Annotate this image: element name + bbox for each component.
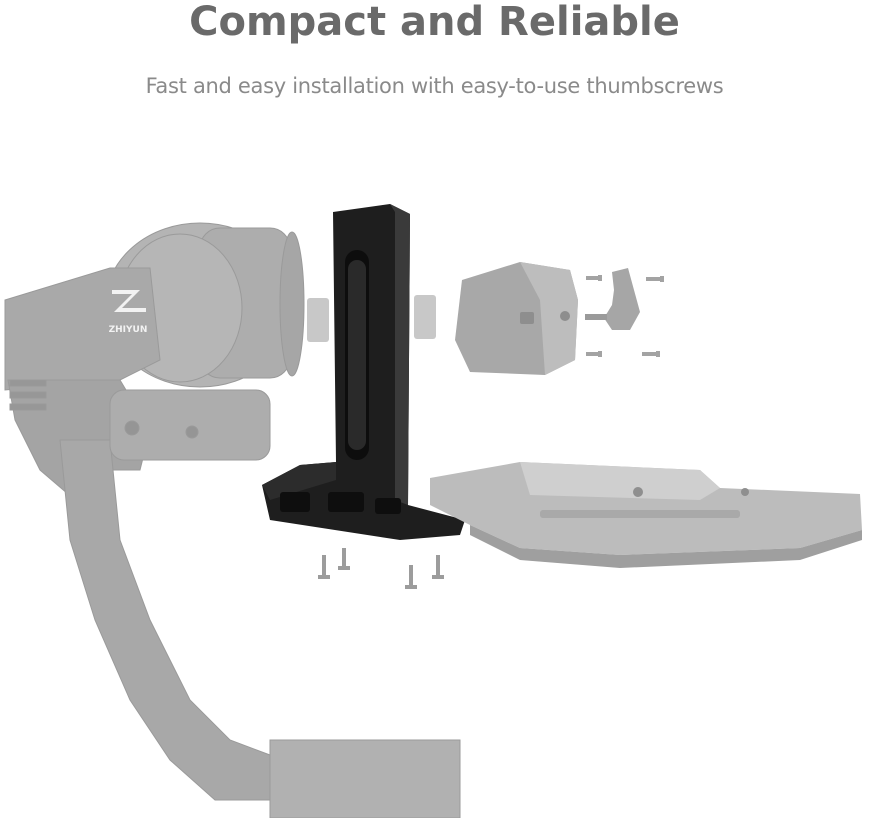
quick-release-plate bbox=[430, 462, 862, 568]
spacer-pad-left bbox=[307, 298, 329, 342]
gimbal-body bbox=[4, 222, 461, 818]
zhiyun-logo: ZHIYUN bbox=[109, 290, 148, 335]
page-subtitle: Fast and easy installation with easy-to-… bbox=[145, 74, 724, 98]
clamp-block bbox=[455, 262, 578, 375]
thumbscrew-icon bbox=[585, 268, 640, 330]
page-title: Compact and Reliable bbox=[189, 0, 680, 45]
logo-text: ZHIYUN bbox=[109, 325, 148, 335]
bottom-screws bbox=[318, 548, 444, 589]
clamp-screws bbox=[586, 275, 664, 357]
l-bracket bbox=[262, 204, 465, 540]
spacer-pad-right bbox=[414, 295, 436, 339]
